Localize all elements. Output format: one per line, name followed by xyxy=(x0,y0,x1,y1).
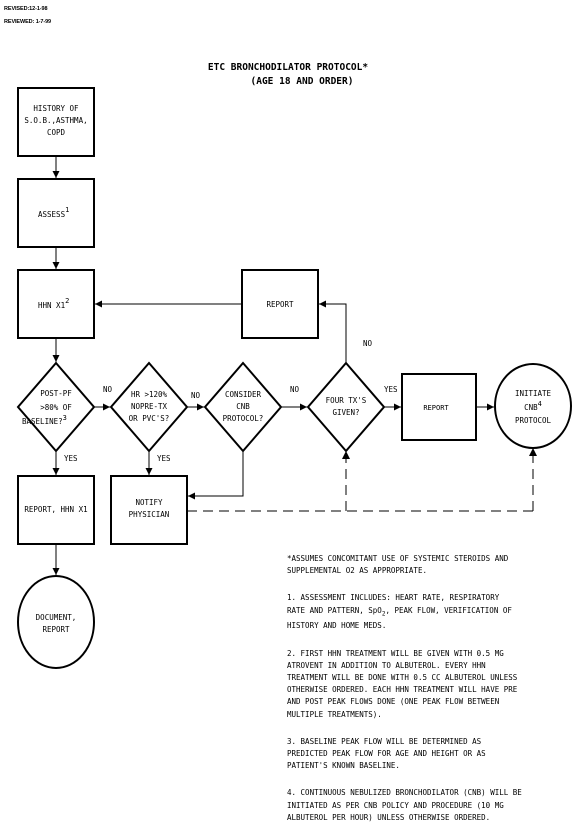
fourtx-line-1: FOUR TX'S xyxy=(326,396,367,405)
yes-label-hr: YES xyxy=(157,454,171,463)
postpf-line-3: BASELINE?3 xyxy=(22,414,67,426)
consider-line-2: CNB xyxy=(236,402,250,411)
initiate-line-3: PROTOCOL xyxy=(515,416,552,425)
history-line-1: HISTORY OF xyxy=(33,104,79,113)
flowchart: HISTORY OF S.O.B.,ASTHMA, COPD ASSESS1 H… xyxy=(16,87,572,669)
diagram-title: ETC BRONCHODILATOR PROTOCOL* xyxy=(207,62,369,73)
no-label-hr: NO xyxy=(191,391,201,400)
notify-box xyxy=(110,475,188,545)
no-label-postpf: NO xyxy=(103,385,113,394)
report-top-label: REPORT xyxy=(266,300,294,309)
postpf-line-1: POST-PF xyxy=(40,389,72,398)
yes-label-postpf: YES xyxy=(64,454,78,463)
footnotes: *ASSUMES CONCOMITANT USE OF SYSTEMIC STE… xyxy=(287,553,572,839)
yes-label-fourtx: YES xyxy=(384,385,398,394)
footnote-assumption: *ASSUMES CONCOMITANT USE OF SYSTEMIC STE… xyxy=(287,554,509,576)
assess-label: ASSESS1 xyxy=(38,206,69,219)
revised-date: REVISED:12-1-98 xyxy=(4,6,48,12)
hhn-label: HHN X12 xyxy=(38,297,69,310)
consider-line-1: CONSIDER xyxy=(225,390,262,399)
report-mid-label: REPORT xyxy=(423,404,449,412)
fourtx-diamond xyxy=(306,361,386,453)
document-ellipse xyxy=(17,575,95,669)
arrow-consider-notify xyxy=(188,451,244,500)
report-hhn-label: REPORT, HHN X1 xyxy=(24,505,87,514)
notify-line-2: PHYSICIAN xyxy=(129,510,170,519)
footnote-2: 2. FIRST HHN TREATMENT WILL BE GIVEN WIT… xyxy=(287,648,518,719)
history-line-2: S.O.B.,ASTHMA, xyxy=(24,116,87,125)
footnote-4: 4. CONTINUOUS NEBULIZED BRONCHODILATOR (… xyxy=(287,788,522,822)
footnote-3: 3. BASELINE PEAK FLOW WILL BE DETERMINED… xyxy=(287,736,486,771)
initiate-line-2: CNB4 xyxy=(524,400,542,412)
document-line-1: DOCUMENT, xyxy=(36,613,77,622)
fourtx-line-2: GIVEN? xyxy=(332,408,359,417)
notify-line-1: NOTIFY xyxy=(135,498,163,507)
hr-line-3: OR PVC'S? xyxy=(129,414,170,423)
initiate-line-1: INITIATE xyxy=(515,389,552,398)
hr-line-1: HR >120% xyxy=(131,390,168,399)
reviewed-date: REVIEWED: 1-7-99 xyxy=(4,19,51,25)
document-line-2: REPORT xyxy=(42,625,70,634)
footnote-1: 1. ASSESSMENT INCLUDES: HEART RATE, RESP… xyxy=(287,593,512,631)
no-label-consider: NO xyxy=(290,385,300,394)
consider-line-3: PROTOCOL? xyxy=(223,414,264,423)
diagram-subtitle: (AGE 18 AND ORDER) xyxy=(250,76,354,87)
postpf-line-2: >80% OF xyxy=(40,403,72,412)
history-line-3: COPD xyxy=(47,128,66,137)
arrow-fourtx-reporttop xyxy=(319,300,347,363)
dashed-arrowhead-initiate xyxy=(529,448,537,456)
dashed-arrowhead-fourtx xyxy=(342,451,350,459)
hr-line-2: NOPRE-TX xyxy=(131,402,168,411)
no-label-fourtx: NO xyxy=(363,339,373,348)
